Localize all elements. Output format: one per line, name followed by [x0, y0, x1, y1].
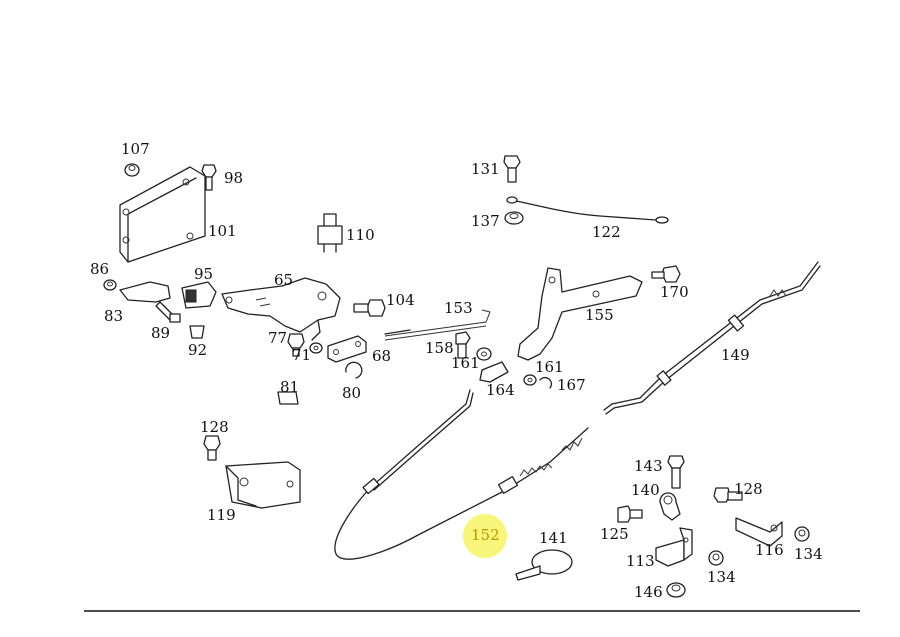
label-143: 143	[634, 457, 663, 475]
part-71-washer[interactable]	[309, 342, 323, 354]
label-153: 153	[444, 299, 473, 317]
part-65-pedal-assembly[interactable]	[221, 277, 341, 341]
highlight-marker	[463, 514, 507, 558]
label-122: 122	[592, 223, 621, 241]
part-131-screw[interactable]	[503, 155, 521, 183]
part-128-screw-right[interactable]	[713, 487, 743, 503]
part-68-clevis[interactable]	[327, 335, 367, 363]
label-141: 141	[539, 529, 568, 547]
part-167-clip[interactable]	[539, 376, 553, 389]
label-134-right: 134	[794, 545, 823, 563]
part-92-bushing[interactable]	[189, 325, 205, 339]
label-92: 92	[188, 341, 207, 359]
part-86-nut[interactable]	[103, 279, 117, 291]
part-128-screw-left[interactable]	[203, 435, 221, 461]
label-164: 164	[486, 381, 515, 399]
part-101-bracket[interactable]	[119, 166, 206, 263]
label-104: 104	[386, 291, 415, 309]
part-141-cable-tie[interactable]	[515, 549, 573, 581]
part-134-nut-left[interactable]	[708, 550, 724, 566]
label-113: 113	[626, 552, 655, 570]
part-161-washer-upper[interactable]	[476, 347, 492, 361]
label-134-left: 134	[707, 568, 736, 586]
part-134-nut-right[interactable]	[794, 526, 810, 542]
part-170-screw[interactable]	[651, 265, 681, 283]
part-116-bracket[interactable]	[735, 517, 783, 547]
part-155-lever[interactable]	[517, 267, 643, 361]
part-143-bolt[interactable]	[667, 455, 685, 489]
part-164-bracket[interactable]	[479, 361, 509, 383]
label-107: 107	[121, 140, 150, 158]
part-122-cable[interactable]	[506, 196, 669, 224]
label-68: 68	[372, 347, 391, 365]
label-71: 71	[292, 346, 311, 364]
label-167: 167	[557, 376, 586, 394]
label-128-left: 128	[200, 418, 229, 436]
part-149-cable[interactable]	[603, 261, 821, 415]
part-161-washer-lower[interactable]	[523, 374, 537, 386]
label-170: 170	[660, 283, 689, 301]
part-152-cable[interactable]	[334, 389, 589, 560]
label-101: 101	[208, 222, 237, 240]
part-119-bracket[interactable]	[225, 461, 301, 509]
label-77: 77	[268, 329, 287, 347]
part-110-switch[interactable]	[317, 213, 343, 253]
part-107-nut[interactable]	[124, 163, 140, 177]
label-116: 116	[755, 541, 784, 559]
label-98: 98	[224, 169, 243, 187]
part-77-bolt[interactable]	[287, 333, 305, 357]
label-128-right: 128	[734, 480, 763, 498]
label-65: 65	[274, 271, 293, 289]
part-113-bracket[interactable]	[655, 527, 693, 567]
part-140-clamp[interactable]	[659, 492, 681, 521]
part-146-grommet[interactable]	[666, 582, 686, 598]
part-81-clip[interactable]	[277, 391, 299, 405]
label-119: 119	[207, 506, 236, 524]
label-131: 131	[471, 160, 500, 178]
label-149: 149	[721, 346, 750, 364]
part-89-bolt[interactable]	[155, 301, 181, 323]
part-104-screw[interactable]	[353, 299, 386, 317]
label-152: 152	[471, 526, 500, 544]
label-146: 146	[634, 583, 663, 601]
label-80: 80	[342, 384, 361, 402]
label-125: 125	[600, 525, 629, 543]
label-137: 137	[471, 212, 500, 230]
label-158: 158	[425, 339, 454, 357]
label-83: 83	[104, 307, 123, 325]
label-89: 89	[151, 324, 170, 342]
label-95: 95	[194, 265, 213, 283]
label-161-upper: 161	[451, 354, 480, 372]
label-110: 110	[346, 226, 375, 244]
part-80-clip[interactable]	[345, 361, 363, 379]
part-95-pad[interactable]	[119, 281, 217, 309]
part-153-rod[interactable]	[384, 309, 491, 341]
part-137-grommet[interactable]	[504, 211, 524, 225]
label-155: 155	[585, 306, 614, 324]
part-98-screw[interactable]	[201, 164, 217, 191]
label-140: 140	[631, 481, 660, 499]
label-161-lower: 161	[535, 358, 564, 376]
part-125-bolt[interactable]	[617, 505, 643, 523]
label-81: 81	[280, 378, 299, 396]
label-86: 86	[90, 260, 109, 278]
part-158-bolt[interactable]	[455, 331, 471, 359]
